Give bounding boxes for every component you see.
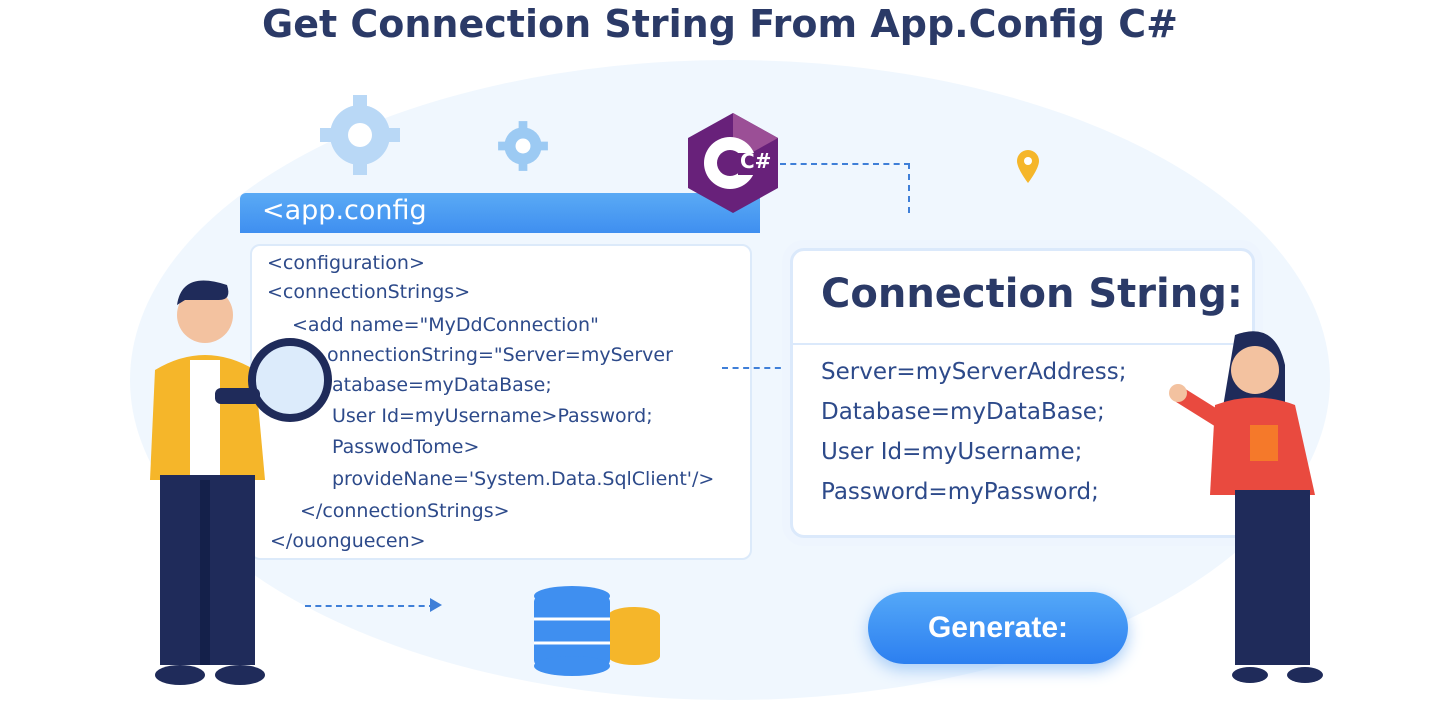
- gear-icon: [498, 121, 548, 171]
- arrow-line: [722, 367, 802, 369]
- code-line: PasswodTome>: [332, 436, 480, 458]
- connection-line: Database=myDataBase;: [821, 399, 1105, 425]
- connector-line: [908, 163, 910, 213]
- connection-string-title: Connection String:: [821, 271, 1243, 317]
- code-line: <add name="MyDdConnection": [292, 314, 599, 336]
- connection-line: User Id=myUsername;: [821, 439, 1083, 465]
- divider: [793, 343, 1252, 345]
- page-title: Get Connection String From App.Config C#: [262, 2, 1178, 46]
- code-line: User Id=myUsername>Password;: [332, 405, 653, 427]
- connection-line: Password=myPassword;: [821, 479, 1099, 505]
- app-config-header: <app.config: [240, 193, 760, 233]
- connector-line: [780, 163, 910, 165]
- code-line: <configuration>: [267, 252, 425, 274]
- woman-presenting-illustration: [1169, 331, 1323, 683]
- generate-button[interactable]: Generate:: [868, 592, 1128, 664]
- config-code-block: <configuration> <connectionStrings> <add…: [250, 244, 752, 560]
- man-with-magnifier-illustration: [150, 280, 332, 685]
- database-icon: [534, 586, 660, 676]
- code-line: </ouonguecen>: [270, 530, 426, 552]
- code-line: atabase=myDataBase;: [332, 374, 552, 396]
- csharp-logo: C#: [688, 113, 778, 213]
- csharp-logo-text: C#: [740, 149, 772, 173]
- gear-icon: [320, 95, 400, 175]
- connection-line: Server=myServerAddress;: [821, 359, 1127, 385]
- connection-string-panel: Connection String: Server=myServerAddres…: [790, 248, 1255, 538]
- code-line: provideNane='System.Data.SqlClient'/>: [332, 468, 715, 490]
- arrow-line: [305, 605, 435, 607]
- location-pin-icon: [1017, 150, 1039, 183]
- arrow-head-icon: [430, 598, 442, 612]
- code-line: onnectionString="Server=myServer: [327, 344, 673, 366]
- code-line: <connectionStrings>: [267, 281, 471, 303]
- code-line: </connectionStrings>: [300, 500, 510, 522]
